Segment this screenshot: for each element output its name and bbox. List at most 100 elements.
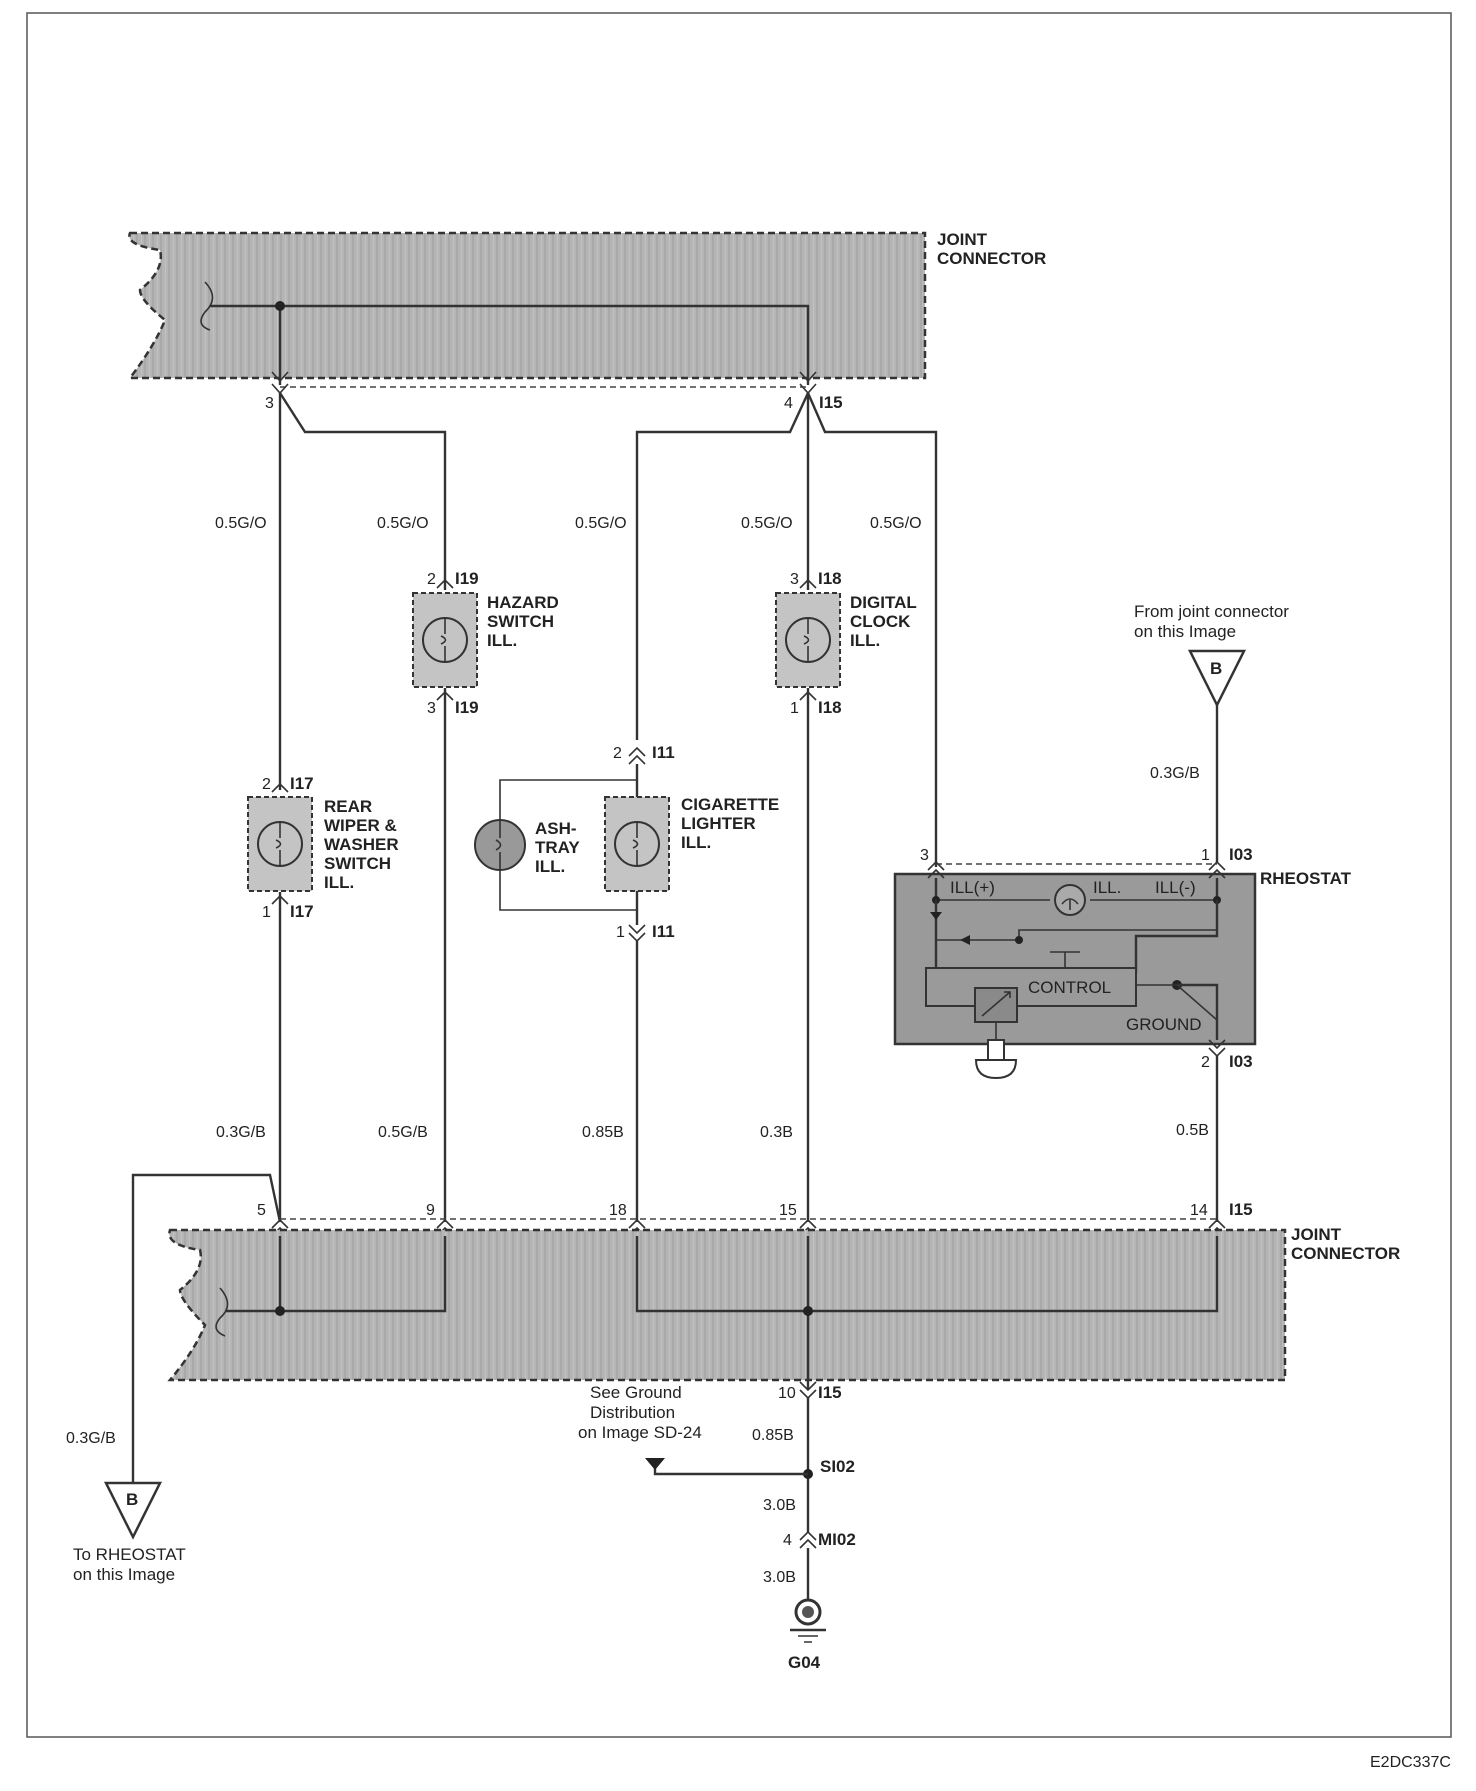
bottom-pin-15: 15 <box>779 1202 797 1219</box>
hazard-label-2: SWITCH <box>487 612 554 631</box>
ground-path <box>645 1381 826 1643</box>
see-ground-label-2: Distribution <box>590 1403 675 1422</box>
to-rheostat-label-1: To RHEOSTAT <box>73 1545 186 1564</box>
joint-connector-bottom-label-2: CONNECTOR <box>1291 1244 1400 1263</box>
rear-wiper-pin-bottom: 1 <box>262 904 271 921</box>
ground-wire-1-label: 0.85B <box>752 1427 794 1444</box>
wire-label-top-4: 0.5G/O <box>741 515 793 532</box>
rheostat-ground: GROUND <box>1126 1015 1202 1034</box>
top-connector-id: I15 <box>819 393 843 412</box>
ashtray-ill <box>474 819 526 871</box>
to-rheostat-b-symbol: B <box>103 1481 163 1540</box>
top-wires <box>278 392 938 867</box>
rheostat <box>893 860 1257 1080</box>
see-ground-label-1: See Ground <box>590 1383 682 1402</box>
rheostat-ill-minus: ILL(-) <box>1155 878 1196 897</box>
cigarette-label-3: ILL. <box>681 833 711 852</box>
digital-clock-ill <box>775 578 841 1222</box>
cigarette-pin-top: 2 <box>613 745 622 762</box>
ground-pin-10: 10 <box>778 1385 796 1402</box>
rear-wiper-pin-top: 2 <box>262 776 271 793</box>
rear-wiper-conn-bottom: I17 <box>290 902 314 921</box>
clock-conn-top: I18 <box>818 569 842 588</box>
cigarette-label-1: CIGARETTE <box>681 795 779 814</box>
from-joint-b-letter: B <box>1210 659 1222 678</box>
rheostat-ill: ILL. <box>1093 878 1121 897</box>
hazard-label-1: HAZARD <box>487 593 559 612</box>
ground-wire-3-label: 3.0B <box>763 1569 796 1586</box>
joint-connector-top-label-2: CONNECTOR <box>937 249 1046 268</box>
ground-pin-4: 4 <box>783 1532 792 1549</box>
bottom-pin-14: 14 <box>1190 1202 1208 1219</box>
joint-connector-top-label-1: JOINT <box>937 230 988 249</box>
clock-label-2: CLOCK <box>850 612 911 631</box>
from-joint-b-symbol: B <box>1187 649 1247 862</box>
ground-id-g04: G04 <box>788 1653 821 1672</box>
to-rheostat-b-letter: B <box>126 1490 138 1509</box>
splice-si02: SI02 <box>820 1457 855 1476</box>
ashtray-label-1: ASH- <box>535 819 577 838</box>
to-rheostat-wire <box>131 1173 282 1483</box>
hazard-switch-ill <box>412 578 478 1222</box>
clock-conn-bottom: I18 <box>818 698 842 717</box>
hazard-conn-top: I19 <box>455 569 479 588</box>
cigarette-conn-bottom: I11 <box>652 922 675 941</box>
rear-wiper-label-5: ILL. <box>324 873 354 892</box>
joint-connector-bottom-label-1: JOINT <box>1291 1225 1342 1244</box>
page-frame <box>26 12 1452 1738</box>
bottom-pin-18: 18 <box>609 1202 627 1219</box>
joint-connector-top: JOINT CONNECTOR <box>127 230 1046 385</box>
clock-label-1: DIGITAL <box>850 593 917 612</box>
see-ground-label-3: on Image SD-24 <box>578 1423 702 1442</box>
rheostat-pin-1: 1 <box>1201 847 1210 864</box>
rheostat-wire-in-label: 0.3G/B <box>1150 765 1200 782</box>
rear-wiper-label-3: WASHER <box>324 835 399 854</box>
wire-label-top-3: 0.5G/O <box>575 515 627 532</box>
bottom-connector-id: I15 <box>1229 1200 1253 1219</box>
top-pin-4: 4 <box>784 395 793 412</box>
from-joint-label-2: on this Image <box>1134 622 1236 641</box>
to-rheostat-wire-label: 0.3G/B <box>66 1430 116 1447</box>
hazard-pin-bottom: 3 <box>427 700 436 717</box>
wire-label-top-5: 0.5G/O <box>870 515 922 532</box>
wire-label-top-1: 0.5G/O <box>215 515 267 532</box>
from-joint-label-1: From joint connector <box>1134 602 1289 621</box>
hazard-conn-bottom: I19 <box>455 698 479 717</box>
cigarette-lighter-ill <box>499 746 670 1222</box>
ashtray-label-3: ILL. <box>535 857 565 876</box>
wire-label-bottom-1: 0.3G/B <box>216 1124 266 1141</box>
rheostat-control: CONTROL <box>1028 978 1111 997</box>
rear-wiper-ill <box>247 782 313 1222</box>
wire-label-bottom-3: 0.85B <box>582 1124 624 1141</box>
figure-code: E2DC337C <box>1370 1754 1451 1771</box>
clock-pin-top: 3 <box>790 571 799 588</box>
rheostat-pin-2: 2 <box>1201 1054 1210 1071</box>
wire-label-bottom-4: 0.3B <box>760 1124 793 1141</box>
hazard-pin-top: 2 <box>427 571 436 588</box>
top-pin-3: 3 <box>265 395 274 412</box>
bottom-pin-5: 5 <box>257 1202 266 1219</box>
to-rheostat-label-2: on this Image <box>73 1565 175 1584</box>
cigarette-conn-top: I11 <box>652 743 675 762</box>
rear-wiper-label-1: REAR <box>324 797 372 816</box>
rear-wiper-label-2: WIPER & <box>324 816 397 835</box>
rheostat-name: RHEOSTAT <box>1260 869 1352 888</box>
rear-wiper-conn-top: I17 <box>290 774 314 793</box>
rheostat-conn-top: I03 <box>1229 845 1253 864</box>
rear-wiper-label-4: SWITCH <box>324 854 391 873</box>
ashtray-label-2: TRAY <box>535 838 580 857</box>
joint-connector-bottom: JOINT CONNECTOR <box>167 1225 1400 1390</box>
ground-wire-2-label: 3.0B <box>763 1497 796 1514</box>
cigarette-pin-bottom: 1 <box>616 924 625 941</box>
wire-label-top-2: 0.5G/O <box>377 515 429 532</box>
clock-label-3: ILL. <box>850 631 880 650</box>
cigarette-label-2: LIGHTER <box>681 814 756 833</box>
rheostat-wire-out-label: 0.5B <box>1176 1122 1209 1139</box>
rheostat-pin-3: 3 <box>920 847 929 864</box>
ground-conn-10: I15 <box>818 1383 842 1402</box>
wire-label-bottom-2: 0.5G/B <box>378 1124 428 1141</box>
hazard-label-3: ILL. <box>487 631 517 650</box>
rheostat-ill-plus: ILL(+) <box>950 878 995 897</box>
bottom-pin-9: 9 <box>426 1202 435 1219</box>
